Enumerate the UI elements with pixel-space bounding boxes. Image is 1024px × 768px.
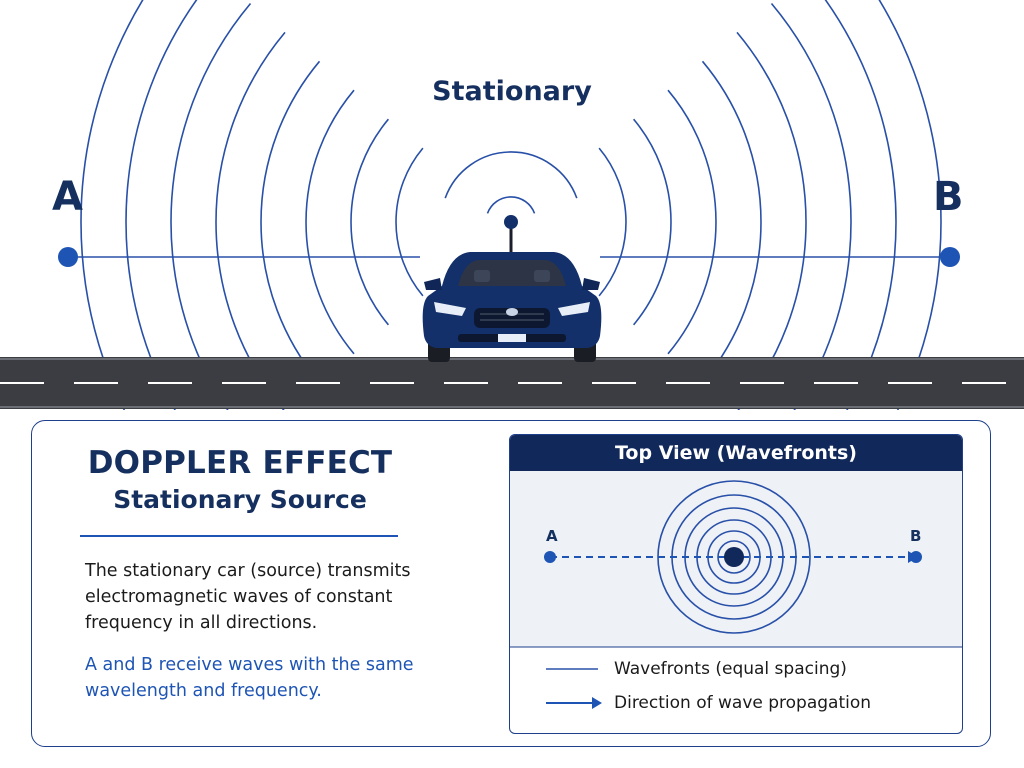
mirror-right [582, 278, 600, 290]
description-text: The stationary car (source) transmits el… [85, 561, 411, 633]
point-a-marker [58, 247, 78, 267]
legend-wavefronts: Wavefronts (equal spacing) [614, 659, 847, 679]
panel-subtitle: Stationary Source [113, 485, 367, 514]
scene-illustration [0, 0, 1024, 499]
wavefront-arc [770, 2, 852, 442]
wavefront-arc [305, 89, 355, 355]
wavefront-arc [632, 118, 672, 326]
info-panel: DOPPLER EFFECT Stationary Source The sta… [31, 420, 991, 747]
grille [474, 308, 550, 328]
top-view-diagram: A B [510, 471, 962, 709]
wavefront-arc [260, 60, 321, 384]
point-b-label: B [933, 174, 964, 220]
legend-arrow-icon [592, 697, 602, 709]
wavefront-arc [598, 147, 627, 297]
panel-title: DOPPLER EFFECT [87, 445, 393, 481]
legend-propagation: Direction of wave propagation [614, 693, 872, 713]
scene: Stationary A B [0, 0, 1024, 499]
wavefront-arc [350, 118, 390, 326]
top-view-header: Top View (Wavefronts) [510, 435, 962, 471]
top-view-label-a: A [546, 527, 558, 545]
scene-wavefronts [80, 0, 942, 499]
wavefront-arc [444, 151, 578, 199]
top-view-point-b [910, 551, 922, 563]
mirror-left [424, 278, 442, 290]
top-view-point-a [544, 551, 556, 563]
car-icon [422, 215, 602, 362]
wavefront-arc [80, 0, 183, 499]
wavefront-arc [701, 60, 762, 384]
wavefront-arc [170, 2, 252, 442]
wavefront-arc [486, 196, 536, 214]
wavefront-arc [395, 147, 424, 297]
scene-title: Stationary [432, 76, 592, 107]
wavefront-arc [839, 0, 942, 499]
top-view-box: Top View (Wavefronts) A B Wavefronts (eq… [509, 434, 963, 734]
headlight-right [558, 302, 590, 316]
point-a-label: A [52, 174, 83, 220]
point-b-marker [940, 247, 960, 267]
license-plate [498, 334, 526, 342]
panel-divider [80, 535, 398, 537]
headlight-left [434, 302, 466, 316]
seat-right [534, 270, 550, 282]
highlight-text: A and B receive waves with the same wave… [85, 655, 414, 701]
seat-left [474, 270, 490, 282]
antenna-tip [504, 215, 518, 229]
top-view-label-b: B [910, 527, 921, 545]
wavefront-arc [667, 89, 717, 355]
top-view-source [724, 547, 744, 567]
car-emblem [506, 308, 518, 316]
